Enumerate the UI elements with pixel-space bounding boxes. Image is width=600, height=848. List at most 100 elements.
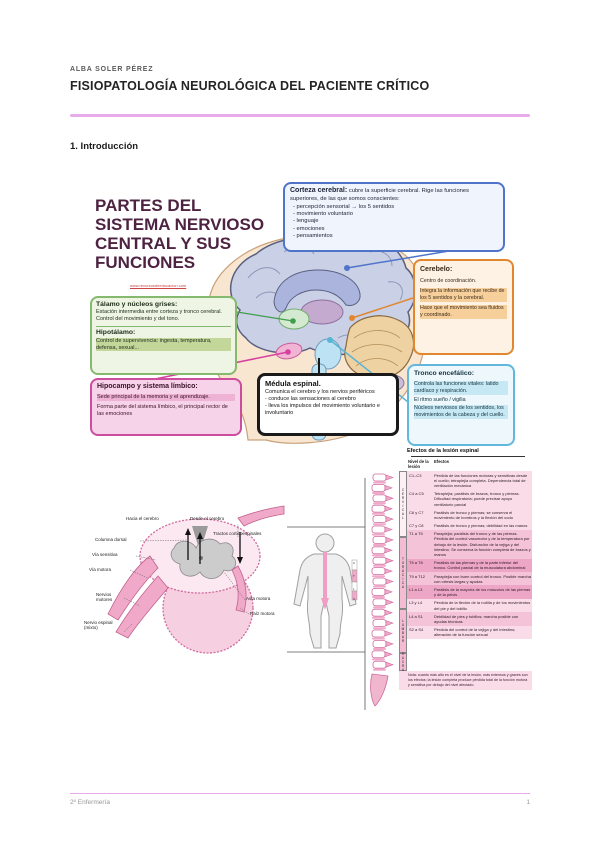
column-header-level: Nivel de la lesión	[408, 459, 429, 470]
bullet-item: - lleva los impulsos del movimiento volu…	[265, 403, 380, 417]
callout-paragraph: Forma parte del sistema límbico, el prin…	[97, 403, 228, 417]
scale-letter-l: L	[353, 587, 355, 591]
scale-letter-t: T	[353, 574, 355, 578]
callout-paragraph: Núcleos nerviosos de los sentidos, los m…	[414, 405, 508, 420]
cell-effect: Debilidad de pies y tobillos; marcha pos…	[434, 613, 519, 624]
cell-level: C1–C3	[409, 472, 422, 478]
table-row: T9 a T12 Paraplejia con buen control del …	[407, 572, 532, 586]
table-row: C1–C3 Pérdida de las funciones motoras y …	[407, 471, 532, 490]
callout-medula-espinal: Médula espinal. Comunica el cerebro y lo…	[257, 373, 399, 436]
bullet-item: - conduce las sensaciones al cerebro	[265, 395, 356, 402]
cell-effect: Parálisis de las piernas y de la parte i…	[434, 560, 526, 571]
table-row: L1 a L3 Parálisis de la mayoría de los mú…	[407, 585, 532, 599]
region-strip-toracica: TORÁCICA	[399, 537, 407, 610]
gray-matter	[170, 538, 237, 579]
callout-paragraph: El ritmo sueño / vigilia	[414, 396, 466, 403]
label-motor-path: Vía motora	[89, 567, 112, 572]
callout-hipocampo-limbico: Hipocampo y sistema límbico: Sede princi…	[90, 378, 242, 436]
label-motor-root: Raíz motora	[250, 611, 275, 616]
figure1-heading: PARTES DEL SISTEMA NERVIOSO CENTRAL Y SU…	[95, 196, 295, 272]
callout-paragraph: Sede principal de la memoria y el aprend…	[97, 394, 235, 402]
document-title: FISIOPATOLOGÍA NEUROLÓGICA DEL PACIENTE …	[70, 79, 430, 93]
callout-line: Control de supervivencia: ingesta, tempe…	[96, 337, 231, 352]
callout-dots	[285, 265, 355, 355]
table-title-rule	[411, 456, 525, 457]
cell-effect: Pérdida de la flexión de la rodilla y de…	[434, 600, 531, 611]
corpus-callosum	[273, 269, 361, 313]
table-header-row: Nivel de la lesión Efectos	[399, 457, 532, 471]
callout-cerebelo: Cerebelo: Centro de coordinación. Integr…	[413, 259, 514, 355]
figure1-heading-line: SISTEMA NERVIOSO	[95, 215, 265, 235]
callout-paragraph: Controla las funciones vitales: latido c…	[414, 380, 508, 395]
scale-letter-s: S	[353, 597, 356, 601]
callout-title: Corteza cerebral:	[290, 187, 348, 194]
table-row: C6 y C7 Parálisis de tronco y piernas; se…	[407, 508, 532, 522]
cell-effect: Pérdida de las funciones motoras y sensi…	[434, 472, 528, 488]
cell-level: T9 a T12	[409, 573, 425, 579]
table-row: C7 y C8 Parálisis de tronco y piernas; de…	[407, 521, 532, 530]
callout-title: Cerebelo:	[420, 266, 453, 273]
spine-region-scale	[351, 559, 358, 601]
cell-level: C7 y C8	[409, 523, 424, 529]
callout-line: Control del movimiento y del tono.	[96, 316, 180, 323]
figure1-heading-line: CENTRAL Y SUS	[95, 234, 232, 254]
bullet-item: - emociones	[293, 225, 325, 232]
cell-effect: Tetraplejia; parálisis de brazos, tronco…	[434, 491, 520, 507]
label-from-brain: Desde el cerebro	[190, 516, 225, 521]
label-anterior-horn: Asta motora	[246, 596, 271, 601]
cell-level: C6 y C7	[409, 509, 424, 515]
spine-region-strips: CERVICAL TORÁCICA LUMBAR SACRA	[399, 471, 407, 673]
author-name: ALBA SOLER PÉREZ	[70, 66, 154, 73]
spinal-injury-effects-table: Efectos de la lesión espinal Nivel de la…	[399, 448, 532, 691]
cell-level: T1 a T5	[409, 531, 423, 537]
section-heading: 1. Introducción	[70, 141, 139, 152]
cell-effect: Parálisis de la mayoría de los músculos …	[434, 586, 531, 598]
callout-title: Hipocampo y sistema límbico:	[97, 383, 198, 390]
cell-effect: Paraplejia con buen control del tronco. …	[434, 573, 531, 584]
region-strip-sacra: SACRA	[399, 652, 407, 673]
label-motor-nerves: Nervios motores	[96, 592, 113, 603]
column-header-effects: Efectos	[434, 459, 450, 464]
sacrum	[370, 673, 389, 707]
human-figure-sacrum	[321, 598, 329, 610]
figure1-heading-line: PARTES DEL	[95, 196, 202, 215]
footer-course: 2º Enfermería	[70, 799, 110, 806]
table-footnote: Nota: cuanto más alto es el nivel de la …	[399, 671, 532, 691]
callout-title: Tronco encefálico:	[414, 370, 475, 377]
cell-effect: Parálisis de tronco y piernas; se conser…	[434, 509, 513, 520]
region-strip-lumbar: LUMBAR	[399, 609, 407, 654]
callout-title: Tálamo y núcleos grises:	[96, 301, 178, 308]
cell-effect: Parálisis de tronco y piernas; debilidad…	[434, 523, 528, 529]
callout-title: Médula espinal.	[265, 379, 321, 388]
callout-corteza-cerebral: Corteza cerebral: cubre la superficie ce…	[283, 182, 505, 252]
lateral-spine	[370, 473, 394, 707]
region-strip-cervical: CERVICAL	[399, 471, 407, 538]
callout-tronco-encefalico: Tronco encefálico: Controla las funcione…	[407, 364, 515, 446]
callout-line: Estación intermedia entre corteza y tron…	[96, 309, 222, 316]
human-figure-head	[315, 533, 335, 553]
spinal-diagram-illustration	[107, 473, 394, 710]
callout-intro: cubre la superficie cerebral. Rige las f…	[290, 188, 470, 202]
page-number: 1	[526, 799, 530, 806]
bullet-item: - lenguaje	[293, 218, 319, 225]
label-sensory-path: Vía sensitiva	[92, 552, 118, 557]
cell-level: L1 a L3	[409, 586, 423, 592]
figure1-source-url: www.recursosdeeducacion.com	[130, 283, 187, 288]
callout-intro: Comunica el cerebro y los nervios perifé…	[265, 388, 375, 395]
callout-paragraph: Integra la información que recibe de los…	[420, 287, 507, 302]
bullet-item: - movimiento voluntario	[293, 211, 353, 218]
cell-effect: Pérdida del control de la vejiga y del i…	[434, 627, 516, 638]
callout-paragraph: Hace que el movimiento sea fluidos y coo…	[420, 305, 507, 319]
label-to-brain: Hacia el cerebro	[126, 516, 159, 521]
label-spinal-nerve: Nervio espinal (mixto)	[84, 620, 113, 631]
bullet-item: - pensamientos	[293, 232, 333, 239]
figure1-heading-line: FUNCIONES	[95, 253, 196, 273]
callout-talamo-hipotalamo: Tálamo y núcleos grises: Estación interm…	[90, 296, 237, 375]
callout-title: Hipotálamo:	[96, 329, 136, 337]
table-title: Efectos de la lesión espinal	[407, 448, 479, 454]
